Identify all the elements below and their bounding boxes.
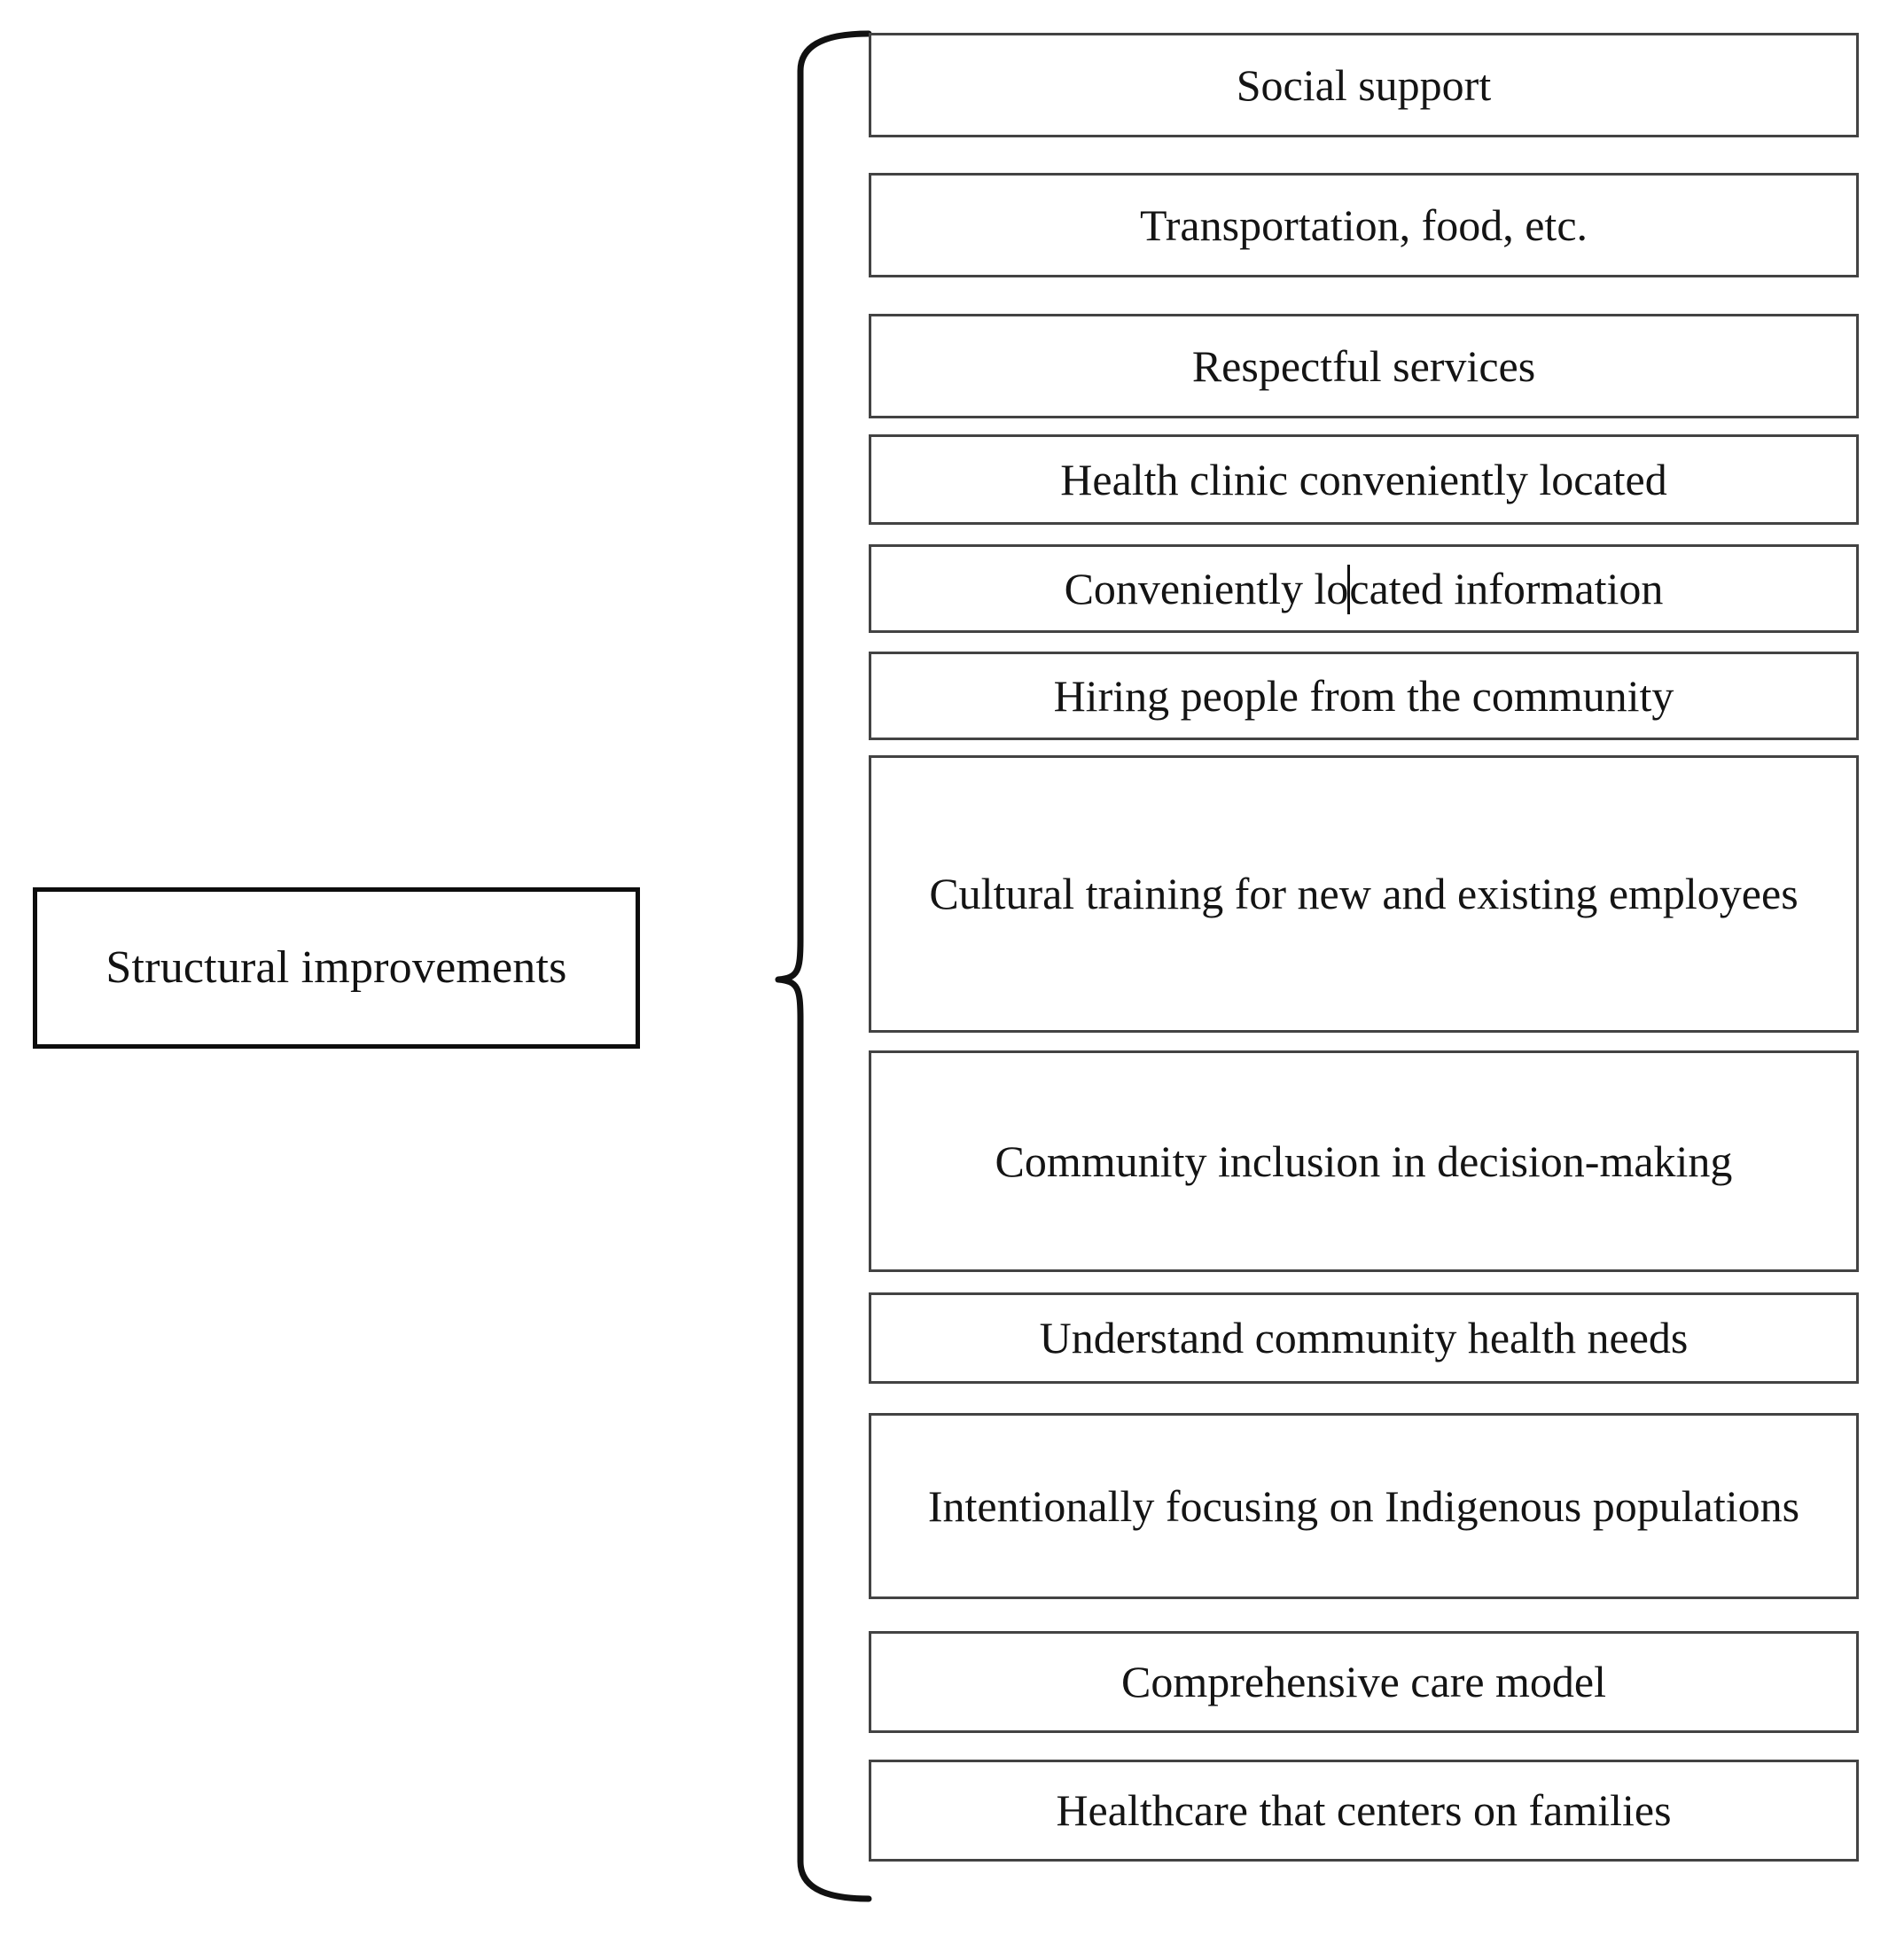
leaf-box-comprehensive-care-model[interactable]: Comprehensive care model: [869, 1631, 1859, 1733]
leaf-box-health-clinic-located[interactable]: Health clinic conveniently located: [869, 434, 1859, 525]
leaf-box-social-support[interactable]: Social support: [869, 33, 1859, 137]
leaf-box-transportation-food[interactable]: Transportation, food, etc.: [869, 173, 1859, 277]
leaf-box-respectful-services[interactable]: Respectful services: [869, 314, 1859, 418]
leaf-label: Community inclusion in decision-making: [995, 1136, 1733, 1186]
leaf-label: Comprehensive care model: [1120, 1657, 1607, 1706]
text-caret: [1347, 564, 1351, 614]
leaf-label: Social support: [1236, 59, 1492, 110]
leaf-label: Intentionally focusing on Indigenous pop…: [927, 1480, 1800, 1531]
leaf-box-community-inclusion-decision-making[interactable]: Community inclusion in decision-making: [869, 1050, 1859, 1272]
leaf-label-with-caret: Conveniently located information: [1045, 562, 1683, 616]
brace-path: [775, 30, 872, 1902]
leaf-box-intentionally-focusing-indigenous[interactable]: Intentionally focusing on Indigenous pop…: [869, 1413, 1859, 1599]
leaf-label: Hiring people from the community: [1053, 670, 1674, 721]
leaf-box-cultural-training[interactable]: Cultural training for new and existing e…: [869, 755, 1859, 1033]
leaf-label-part-before-caret: Conveniently lo: [1064, 563, 1349, 613]
leaf-box-understand-community-health-needs[interactable]: Understand community health needs: [869, 1292, 1859, 1384]
leaf-box-healthcare-centers-on-families[interactable]: Healthcare that centers on families: [869, 1760, 1859, 1862]
leaf-label: Healthcare that centers on families: [1056, 1785, 1672, 1835]
leaf-label: Cultural training for new and existing e…: [929, 869, 1799, 918]
leaf-label-part-after-caret: cated information: [1349, 563, 1664, 613]
structural-improvements-node[interactable]: Structural improvements: [33, 887, 640, 1049]
leaf-box-hiring-from-community[interactable]: Hiring people from the community: [869, 652, 1859, 740]
leaf-box-conveniently-located-information[interactable]: Conveniently located information: [869, 544, 1859, 633]
structural-improvements-label: Structural improvements: [105, 942, 567, 994]
leaf-label: Health clinic conveniently located: [1060, 454, 1667, 504]
leaf-label: Transportation, food, etc.: [1139, 199, 1588, 250]
leaf-label: Respectful services: [1191, 340, 1536, 391]
leaf-label: Understand community health needs: [1039, 1313, 1689, 1362]
